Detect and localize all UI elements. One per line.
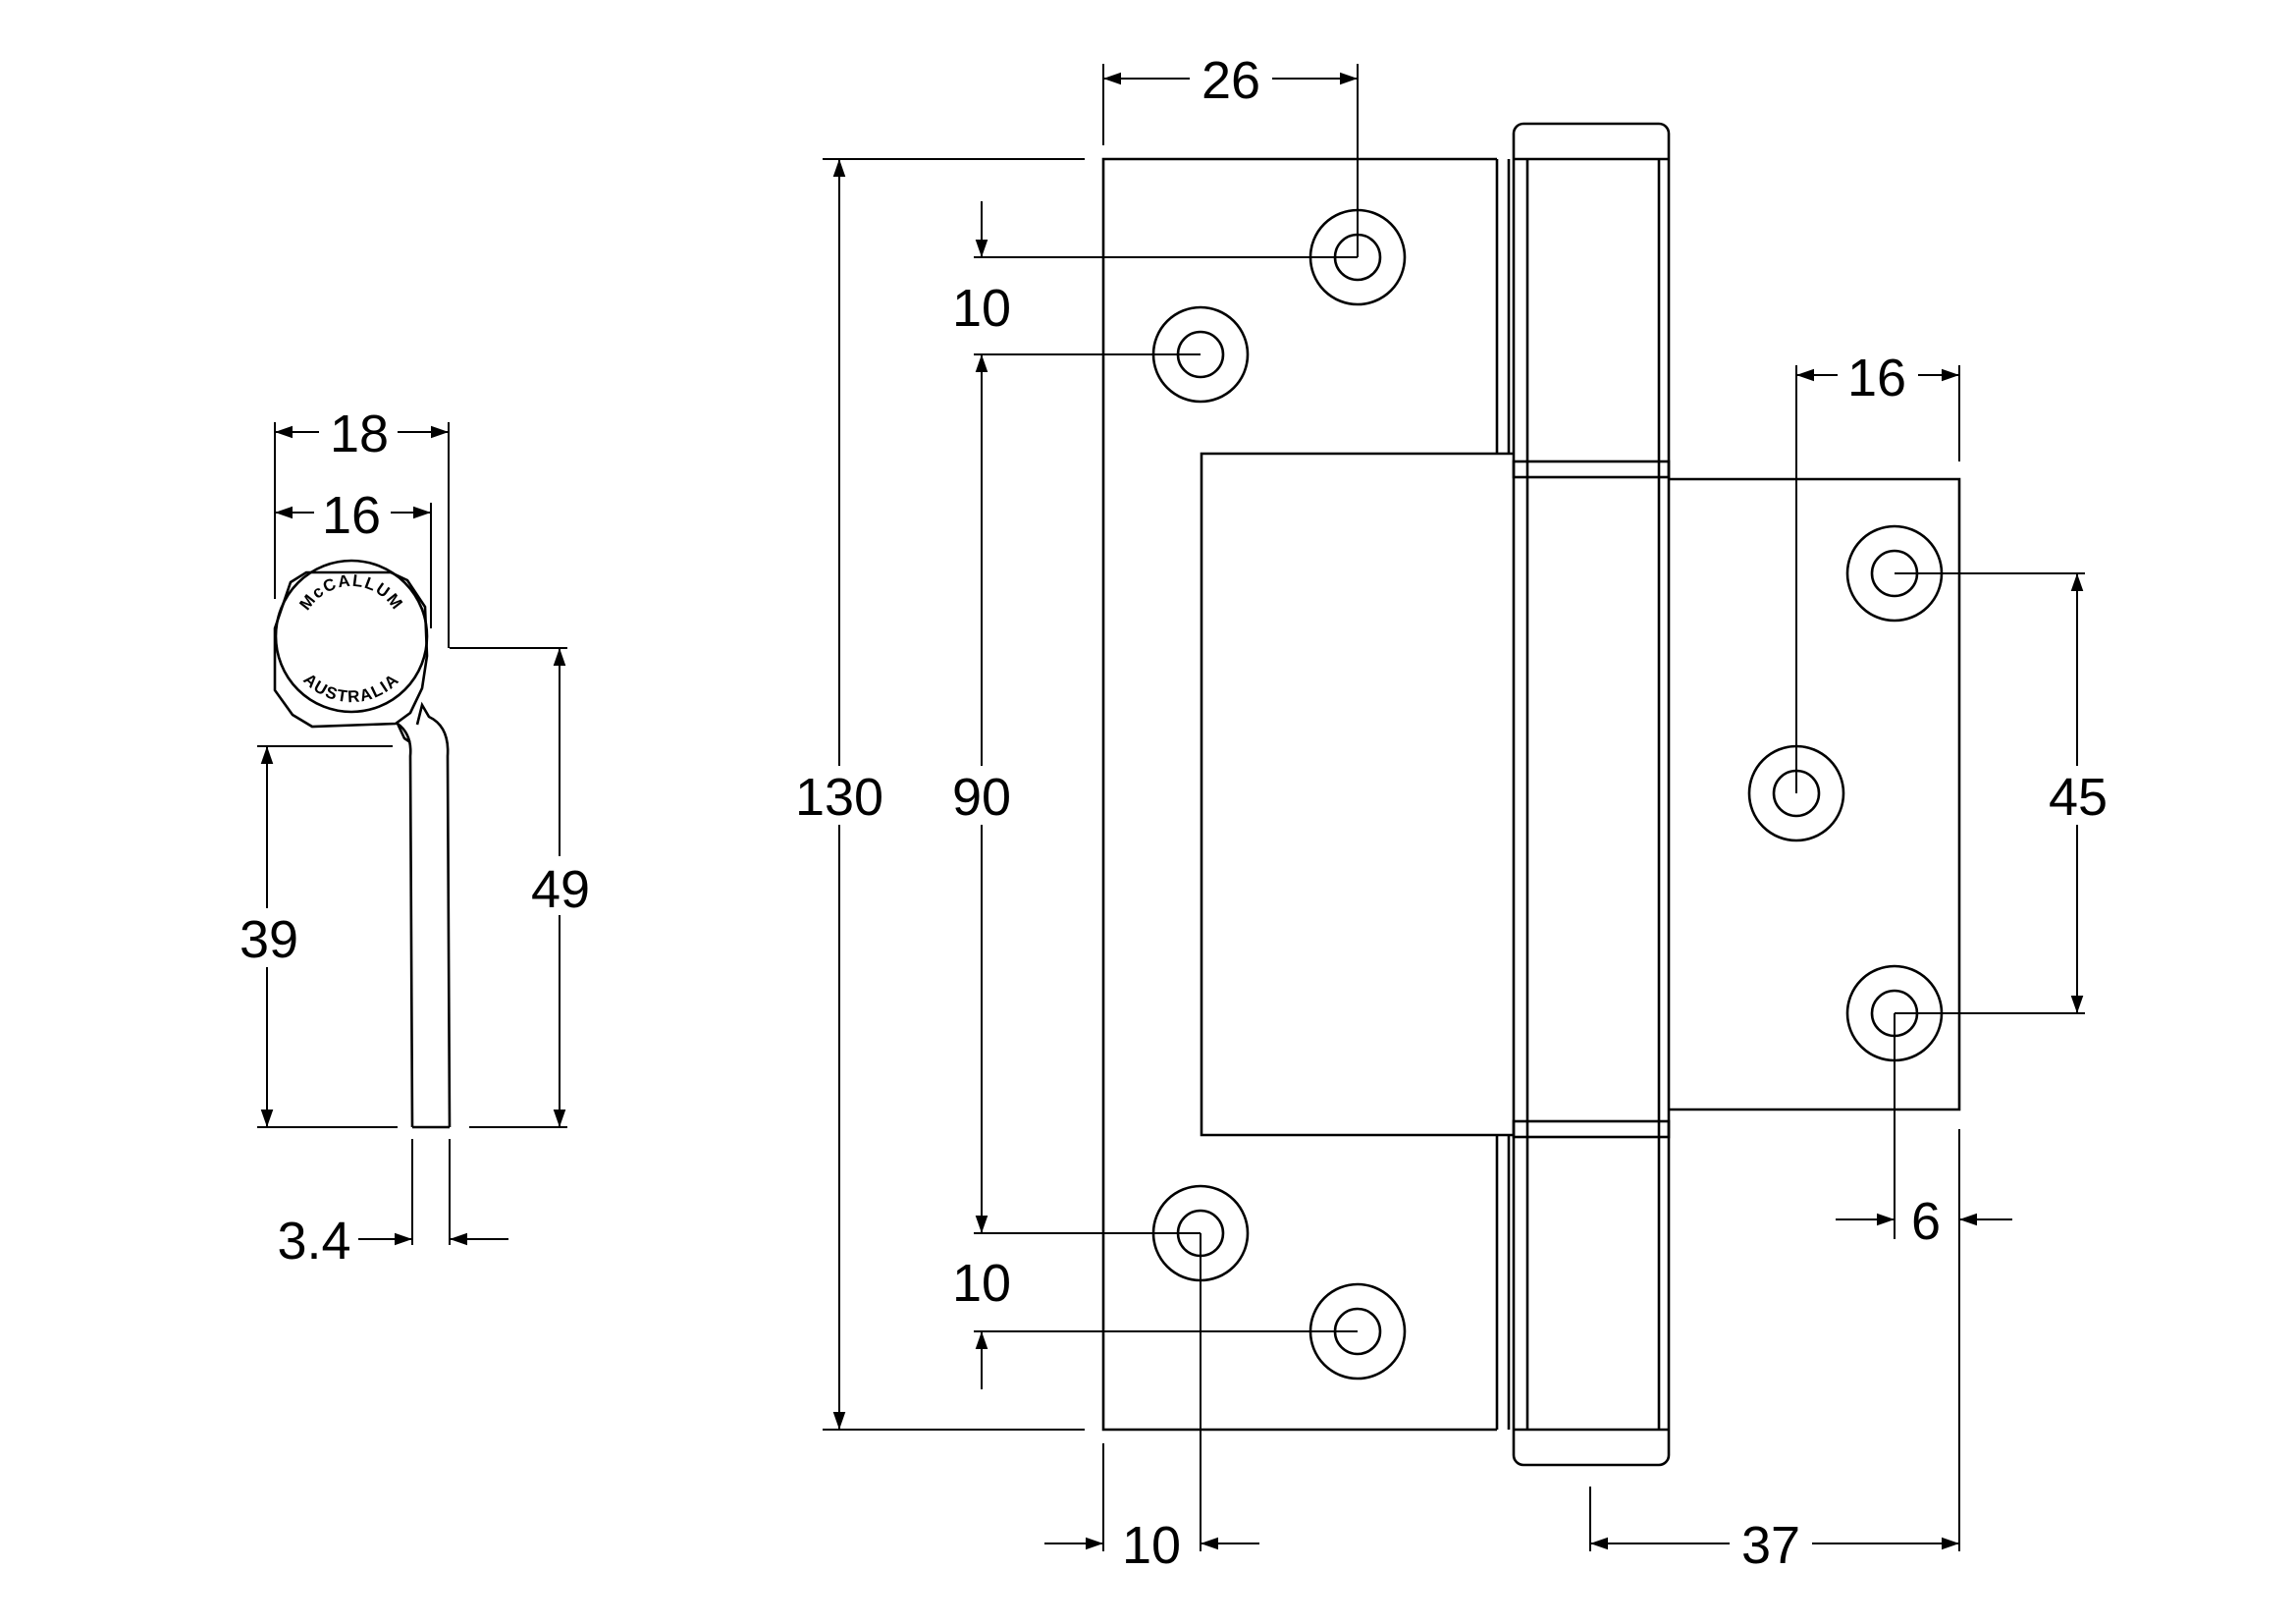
knuckle-separator-bottom [1512,1119,1671,1139]
dim-6-label: 6 [1911,1192,1941,1251]
dim-top-edge: 10 [952,201,1358,338]
dim-130-label: 130 [795,768,883,827]
dim-49-label: 49 [531,860,590,919]
knuckle-separator-top [1512,460,1671,479]
dim-16-front-label: 16 [1847,349,1906,407]
dim-3-4-label: 3.4 [277,1212,350,1271]
knuckle-barrel [274,559,429,714]
dim-small-hole-spacing: 45 [1895,572,2118,1014]
dim-26-label: 26 [1201,51,1260,110]
dim-overall-height-front: 130 [790,158,1085,1431]
dim-bottom-edge: 10 [952,1254,1358,1389]
dim-90-label: 90 [952,768,1011,827]
dim-10-top-label: 10 [952,279,1011,338]
logo-text-bottom: AUSTRALIA [299,670,402,706]
large-leaf [1101,157,1497,1432]
dim-39-label: 39 [240,910,298,969]
dim-knuckle-width: 16 [275,486,432,628]
dim-overall-height: 49 [450,647,596,1128]
dim-small-leaf-offset: 16 [1795,349,1960,793]
dim-leaf-height: 39 [234,745,398,1128]
leaf-hook [396,723,411,744]
dim-hole-offset: 26 [1102,51,1359,257]
dim-leaf-margin: 10 [1044,1233,1259,1575]
small-leaf-flap [1669,477,1961,1111]
front-view: 26 130 10 90 10 [790,51,2118,1575]
dim-hole-spacing: 90 [947,353,1201,1234]
side-view: McCALLUM AUSTRALIA 18 16 [234,405,596,1271]
dim-overall-width: 18 [274,405,450,648]
dim-small-leaf-width: 37 [1589,1129,1960,1575]
dim-37-label: 37 [1741,1516,1800,1575]
dim-leaf-thickness: 3.4 [277,1139,508,1271]
knuckle-barrel-front [1512,122,1671,1467]
small-leaf [1200,452,1514,1137]
dim-small-hole-margin: 6 [1836,1013,2012,1251]
dim-10-margin-label: 10 [1122,1516,1181,1575]
dim-45-label: 45 [2049,768,2108,827]
dim-10-bottom-label: 10 [952,1254,1011,1313]
dim-16-side-label: 16 [322,486,381,545]
inner-leaf [397,701,452,1128]
logo-text-top: McCALLUM [295,571,406,614]
dim-18-label: 18 [330,405,389,463]
